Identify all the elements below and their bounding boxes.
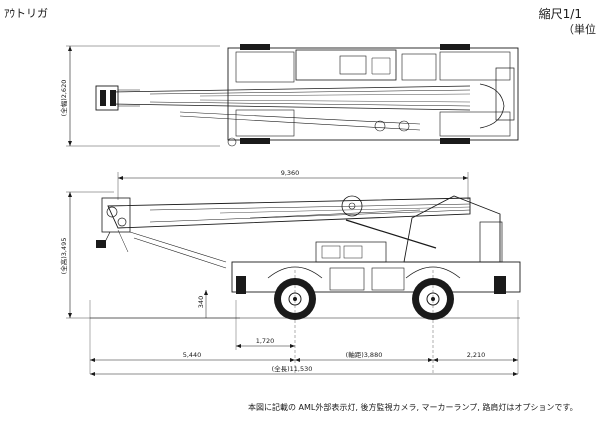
unit-label: （単位 bbox=[563, 23, 596, 36]
clearance-label: 340 bbox=[197, 296, 205, 308]
dim-wheelbase-label: (軸距)3,880 bbox=[346, 350, 383, 359]
boom-bottom-edge bbox=[111, 103, 471, 111]
width-dim-label: (全幅)2,620 bbox=[59, 80, 68, 117]
footnote: 本図に記載の AML外部表示灯, 後方監視カメラ, マーカーランプ, 路肩灯はオ… bbox=[248, 403, 578, 412]
cab-side bbox=[315, 241, 387, 263]
derrick-cylinder bbox=[345, 219, 437, 249]
upper-structure bbox=[403, 195, 501, 263]
cab-outline bbox=[295, 49, 397, 81]
height-dim-label: (全高)3,495 bbox=[59, 238, 68, 275]
front-wheel bbox=[274, 278, 316, 320]
dim-2210-label: 2,210 bbox=[467, 351, 486, 359]
top-view: (全幅)2,620 bbox=[59, 44, 519, 147]
hook-block bbox=[96, 240, 106, 248]
rear-wheel bbox=[412, 278, 454, 320]
carrier-outline bbox=[227, 47, 519, 141]
winch-drum bbox=[341, 195, 363, 217]
dim-9360-label: 9,360 bbox=[281, 169, 300, 177]
boom-side bbox=[107, 197, 471, 229]
dim-1720-label: 1,720 bbox=[256, 337, 275, 345]
drawing-title: ｱｳトリガ bbox=[4, 7, 48, 20]
dim-5440-label: 5,440 bbox=[183, 351, 202, 359]
boom-head-side bbox=[101, 197, 131, 233]
dim-overall-length-label: (全長)11,530 bbox=[272, 364, 313, 373]
boom-head bbox=[95, 85, 119, 111]
boom-top-edge bbox=[111, 85, 471, 93]
carrier-frame bbox=[231, 261, 521, 293]
scale-label: 縮尺1/1 bbox=[538, 7, 582, 21]
side-view: 9,360 (全高)3,495 340 bbox=[59, 169, 521, 376]
